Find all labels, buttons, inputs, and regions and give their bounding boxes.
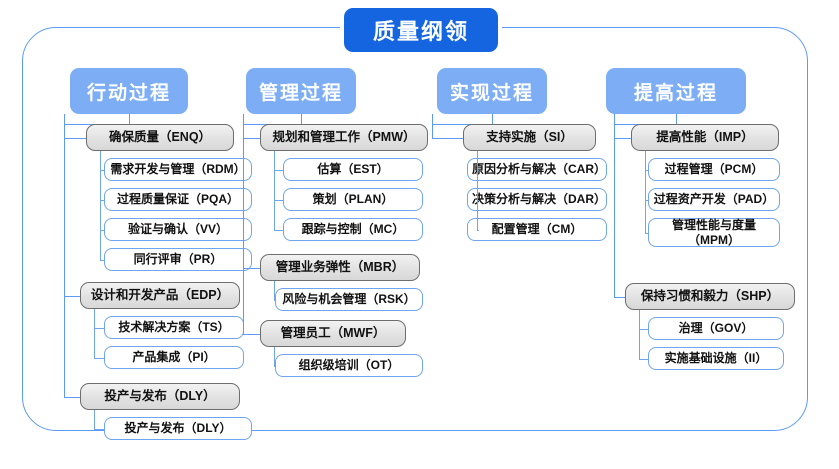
group-connector-4-2 [614, 297, 625, 299]
leaf-box-4-2-2[interactable]: 实施基础设施（II） [648, 347, 784, 370]
leaf-connector-3-1-3 [477, 230, 479, 232]
leaf-box-2-2-1[interactable]: 风险与机会管理（RSK） [275, 288, 423, 311]
leaf-box-1-2-2[interactable]: 产品集成（PI） [104, 346, 244, 369]
group-connector-3-1 [432, 138, 463, 140]
leaf-box-4-1-2[interactable]: 过程资产开发（PAD） [648, 188, 780, 211]
leaf-connector-4-1-1 [645, 170, 648, 172]
leaf-connector-2-1-1 [274, 170, 283, 172]
group-child-spine-3-1 [477, 151, 479, 230]
column-header-stub-h-3 [432, 124, 494, 126]
leaf-connector-4-2-2 [639, 359, 648, 361]
column-spine-2 [243, 114, 245, 334]
group-connector-1-2 [64, 296, 80, 298]
group-box-1-1[interactable]: 确保质量（ENQ） [86, 124, 234, 151]
leaf-box-1-1-4[interactable]: 同行评审（PR） [104, 248, 252, 271]
group-child-spine-4-2 [639, 310, 641, 359]
group-connector-2-2 [243, 268, 260, 270]
group-child-spine-1-1 [100, 151, 102, 260]
column-spine-4 [614, 114, 616, 297]
group-box-4-2[interactable]: 保持习惯和毅力（SHP） [625, 283, 795, 310]
group-connector-1-3 [64, 397, 80, 399]
leaf-connector-1-2-1 [94, 328, 104, 330]
leaf-connector-2-2-1 [274, 300, 276, 302]
leaf-box-2-3-1[interactable]: 组织级培训（OT） [275, 354, 423, 377]
group-box-4-1[interactable]: 提高性能（IMP） [631, 124, 779, 151]
group-connector-2-1 [243, 138, 260, 140]
group-connector-1-1 [64, 138, 86, 140]
leaf-box-3-1-3[interactable]: 配置管理（CM） [467, 218, 607, 241]
group-child-spine-4-1 [645, 151, 647, 233]
leaf-box-1-2-1[interactable]: 技术解决方案（TS） [104, 316, 244, 339]
column-header-stub-4 [676, 114, 678, 124]
leaf-box-4-1-3[interactable]: 管理性能与度量（MPM） [648, 218, 780, 247]
column-header-2: 管理过程 [246, 68, 356, 114]
leaf-box-2-1-1[interactable]: 估算（EST） [283, 158, 423, 181]
column-header-stub-1 [129, 114, 131, 124]
leaf-connector-1-1-1 [100, 170, 104, 172]
column-spine-3 [432, 114, 434, 138]
leaf-connector-2-1-2 [274, 200, 283, 202]
group-child-spine-1-2 [94, 309, 96, 358]
column-header-stub-3 [492, 114, 494, 124]
column-header-stub-2 [301, 114, 303, 124]
group-box-2-1[interactable]: 规划和管理工作（PMW） [260, 124, 428, 151]
column-spine-1 [64, 114, 66, 397]
leaf-box-4-1-1[interactable]: 过程管理（PCM） [648, 158, 780, 181]
group-box-1-3[interactable]: 投产与发布（DLY） [80, 383, 240, 410]
leaf-connector-4-1-3 [645, 233, 648, 235]
leaf-box-1-1-3[interactable]: 验证与确认（VV） [104, 218, 252, 241]
group-box-2-3[interactable]: 管理员工（MWF） [260, 320, 406, 347]
root-title: 质量纲领 [344, 8, 498, 52]
group-connector-2-3 [243, 334, 260, 336]
column-header-1: 行动过程 [70, 68, 188, 114]
leaf-connector-1-2-2 [94, 358, 104, 360]
leaf-box-1-3-1[interactable]: 投产与发布（DLY） [104, 417, 252, 440]
group-child-spine-2-3 [274, 347, 276, 366]
leaf-connector-1-1-2 [100, 200, 104, 202]
leaf-box-2-1-2[interactable]: 策划（PLAN） [283, 188, 423, 211]
leaf-box-3-1-2[interactable]: 决策分析与解决（DAR） [467, 188, 607, 211]
group-connector-4-1 [614, 138, 631, 140]
leaf-box-1-1-1[interactable]: 需求开发与管理（RDM） [104, 158, 252, 181]
leaf-box-2-1-3[interactable]: 跟踪与控制（MC） [283, 218, 423, 241]
group-box-3-1[interactable]: 支持实施（SI） [463, 124, 596, 151]
leaf-box-4-2-1[interactable]: 治理（GOV） [648, 317, 784, 340]
column-header-3: 实现过程 [437, 68, 547, 114]
leaf-connector-2-1-3 [274, 230, 283, 232]
leaf-connector-4-2-1 [639, 329, 648, 331]
leaf-connector-1-1-3 [100, 230, 104, 232]
leaf-box-3-1-1[interactable]: 原因分析与解决（CAR） [467, 158, 607, 181]
leaf-box-1-1-2[interactable]: 过程质量保证（PQA） [104, 188, 252, 211]
leaf-connector-4-1-2 [645, 200, 648, 202]
group-child-spine-1-3 [94, 410, 96, 429]
column-header-4: 提高过程 [606, 68, 746, 114]
group-child-spine-2-2 [274, 281, 276, 300]
group-box-2-2[interactable]: 管理业务弹性（MBR） [260, 254, 420, 281]
group-child-spine-2-1 [274, 151, 276, 230]
leaf-connector-2-3-1 [274, 366, 276, 368]
leaf-connector-1-3-1 [94, 429, 104, 431]
leaf-connector-1-1-4 [100, 260, 104, 262]
group-box-1-2[interactable]: 设计和开发产品（EDP） [80, 282, 240, 309]
